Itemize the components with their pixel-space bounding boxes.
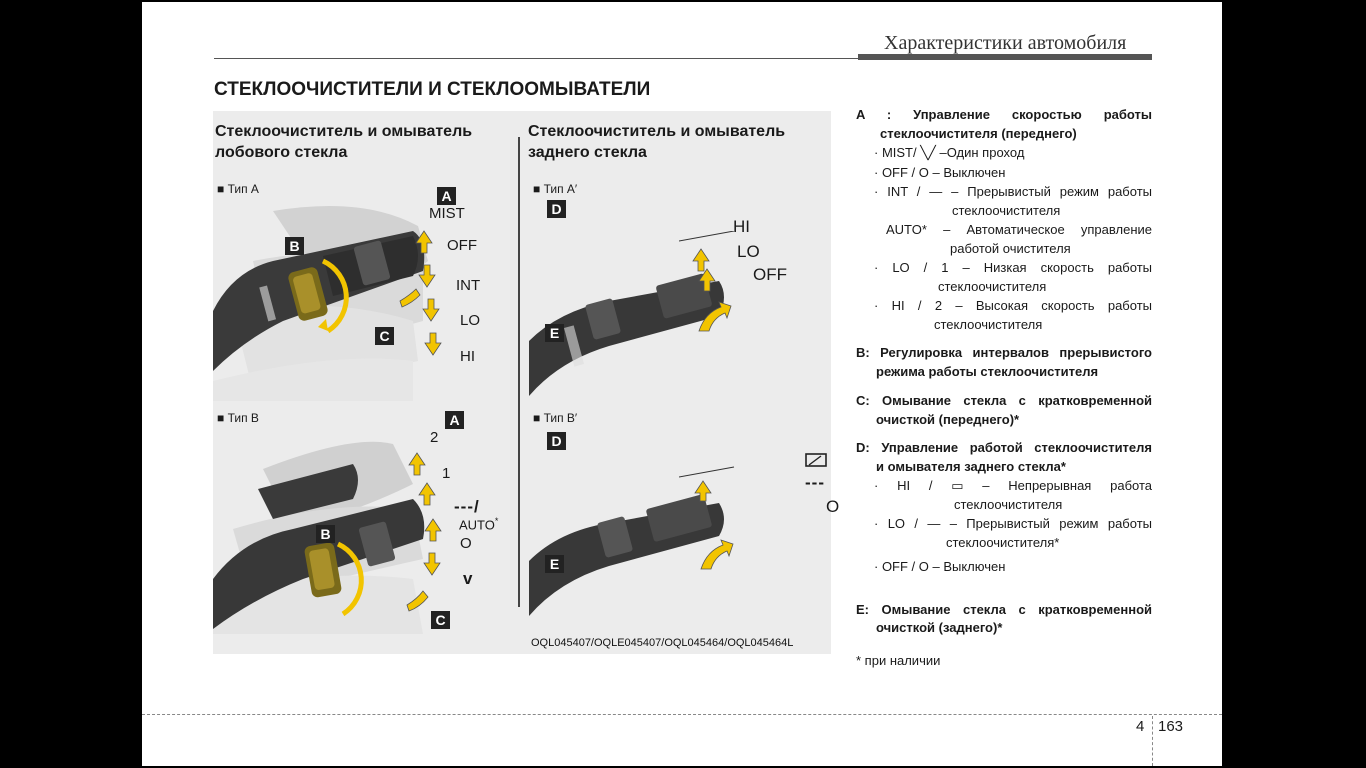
desc-a-item-hi-text: · HI / 2 – Высокая скорость работы	[874, 298, 1152, 313]
label-mist-v: v	[463, 569, 473, 588]
desc-a-item-int: · INT / — – Прерывистый режим работы сте…	[856, 183, 1152, 220]
rear-type-a-illustration	[529, 261, 729, 401]
rear-wiper-symbol-icon	[805, 453, 827, 467]
tag-e-rear-type-a: E	[545, 324, 564, 342]
desc-d-item-off-text: · OFF / O – Выключен	[874, 559, 1006, 574]
desc-a-item-hi: · HI / 2 – Высокая скорость работы стекл…	[856, 297, 1152, 334]
tag-a-front-type-b: A	[445, 411, 464, 429]
chapter-number: 4	[1136, 718, 1145, 735]
desc-a-heading-cont: стеклоочистителя (переднего)	[880, 125, 1077, 141]
page-number: 163	[1158, 718, 1184, 735]
type-a-prime-label: ■ Тип A′	[533, 182, 578, 196]
label-rear-hi: HI	[733, 217, 750, 236]
header-bar	[858, 54, 1152, 60]
tag-b-front-type-a: B	[285, 237, 304, 255]
tag-a-front-type-a: A	[437, 187, 456, 205]
tag-e-rear-type-b: E	[545, 555, 564, 573]
label-o: O	[460, 535, 472, 552]
desc-a-item-off-text: · OFF / O – Выключен	[874, 164, 1006, 180]
type-b-prime-label: ■ Тип B′	[533, 411, 578, 425]
description-column: A : Управление скоростью работы стеклооч…	[856, 106, 1152, 670]
rear-type-b-arrows	[679, 466, 735, 570]
desc-a-item-lo-text: · LO / 1 – Низкая скорость работы	[874, 260, 1152, 275]
desc-d-item-hi-cont: стеклоочистителя	[954, 496, 1063, 512]
desc-d-item-lo-text: · LO / — – Прерывистый режим работы	[874, 516, 1152, 531]
desc-d-text: D: Управление работой стеклоочистителя	[856, 440, 1152, 455]
label-rear-o: O	[826, 497, 840, 516]
label-rear-lo: LO	[737, 242, 760, 261]
desc-a-heading: A : Управление скоростью работы	[856, 107, 1152, 122]
desc-a-item-auto-text: AUTO* – Автоматическое управление	[886, 222, 1152, 237]
desc-d-item-lo-cont: стеклоочистителя*	[946, 534, 1060, 550]
label-rear-dashes: ---	[805, 473, 825, 492]
wiper-figure: Стеклоочиститель и омыватель лобового ст…	[213, 111, 839, 654]
desc-a-item-mist: · MIST/ ╲╱ –Один проход	[856, 144, 1152, 163]
figure-code: OQL045407/OQLE045407/OQL045464/OQL045464…	[531, 637, 794, 649]
manual-page: Характеристики автомобиля СТЕКЛООЧИСТИТЕ…	[142, 2, 1222, 766]
desc-e-text: E: Омывание стекла с кратковременной	[856, 601, 1152, 617]
rear-type-a-arrows	[679, 231, 735, 332]
desc-d-cont: и омывателя заднего стекла*	[876, 458, 1066, 474]
header-rule	[214, 58, 1152, 59]
desc-c: C: Омывание стекла с кратковременной очи…	[856, 392, 1152, 429]
desc-d-item-off: · OFF / O – Выключен	[856, 558, 1152, 577]
desc-a-item-auto-cont: работой очистителя	[950, 240, 1071, 256]
desc-d-item-hi-text: · HI / ▭ – Непрерывная работа	[874, 478, 1152, 493]
desc-a-item-off: · OFF / O – Выключен	[856, 164, 1152, 183]
rear-type-b-illustration	[529, 491, 729, 621]
label-rear-off: OFF	[753, 265, 787, 284]
rear-wiper-heading: Стеклоочиститель и омыватель заднего сте…	[528, 123, 786, 161]
chapter-header-title: Характеристики автомобиля	[884, 32, 1127, 54]
type-b-label: ■ Тип B	[217, 411, 259, 425]
front-wiper-heading: Стеклоочиститель и омыватель лобового ст…	[215, 123, 473, 161]
label-lo: LO	[460, 312, 481, 329]
desc-e: E: Омывание стекла с кратковременной очи…	[856, 601, 1152, 638]
section-title: СТЕКЛООЧИСТИТЕЛИ И СТЕКЛООМЫВАТЕЛИ	[214, 79, 651, 100]
label-int: INT	[456, 277, 481, 294]
label-2: 2	[430, 429, 439, 446]
tag-d-rear-type-a: D	[547, 200, 566, 218]
desc-a-item-mist-text: · MIST/ ╲╱ –Один проход	[874, 145, 1025, 160]
figure-divider	[518, 137, 520, 607]
desc-d: D: Управление работой стеклоочистителя и…	[856, 439, 1152, 476]
desc-a-item-auto: AUTO* – Автоматическое управление работо…	[856, 221, 1152, 258]
tag-c-front-type-b: C	[431, 611, 450, 629]
footer-divider	[142, 714, 1222, 715]
desc-a-item-lo-cont: стеклоочистителя	[938, 278, 1047, 294]
desc-c-cont: очисткой (переднего)*	[876, 411, 1020, 427]
footer-separator	[1152, 716, 1153, 766]
tag-d-rear-type-b: D	[547, 432, 566, 450]
label-int-dashes: ---/	[454, 497, 480, 516]
tag-c-front-type-a: C	[375, 327, 394, 345]
front-type-a-illustration	[213, 201, 513, 401]
desc-c-text: C: Омывание стекла с кратковременной	[856, 393, 1152, 408]
desc-b: B: Регулировка интервалов прерывистого р…	[856, 344, 1152, 381]
front-type-b-arrows	[406, 452, 442, 612]
footnote: * при наличии	[856, 652, 941, 668]
desc-a-item-int-cont: стеклоочистителя	[952, 202, 1061, 218]
label-hi: HI	[460, 348, 475, 365]
desc-d-item-hi: · HI / ▭ – Непрерывная работа стеклоочис…	[856, 477, 1152, 514]
desc-a-item-int-text: · INT / — – Прерывистый режим работы	[874, 184, 1152, 199]
label-auto: AUTO*	[459, 516, 499, 533]
label-off: OFF	[447, 237, 477, 254]
desc-d-item-lo: · LO / — – Прерывистый режим работы стек…	[856, 515, 1152, 552]
desc-b-text: B: Регулировка интервалов прерывистого	[856, 345, 1152, 360]
label-1: 1	[442, 465, 451, 482]
desc-a-item-hi-cont: стеклоочистителя	[934, 316, 1043, 332]
front-type-b-illustration	[213, 429, 513, 634]
type-a-label: ■ Тип A	[217, 182, 259, 196]
front-type-a-arrows	[399, 230, 442, 356]
desc-e-cont: очисткой (заднего)*	[876, 620, 1003, 635]
desc-a-item-lo: · LO / 1 – Низкая скорость работы стекло…	[856, 259, 1152, 296]
tag-b-front-type-b: B	[316, 525, 335, 543]
label-mist: MIST	[429, 205, 465, 222]
desc-b-cont: режима работы стеклоочистителя	[876, 363, 1099, 379]
